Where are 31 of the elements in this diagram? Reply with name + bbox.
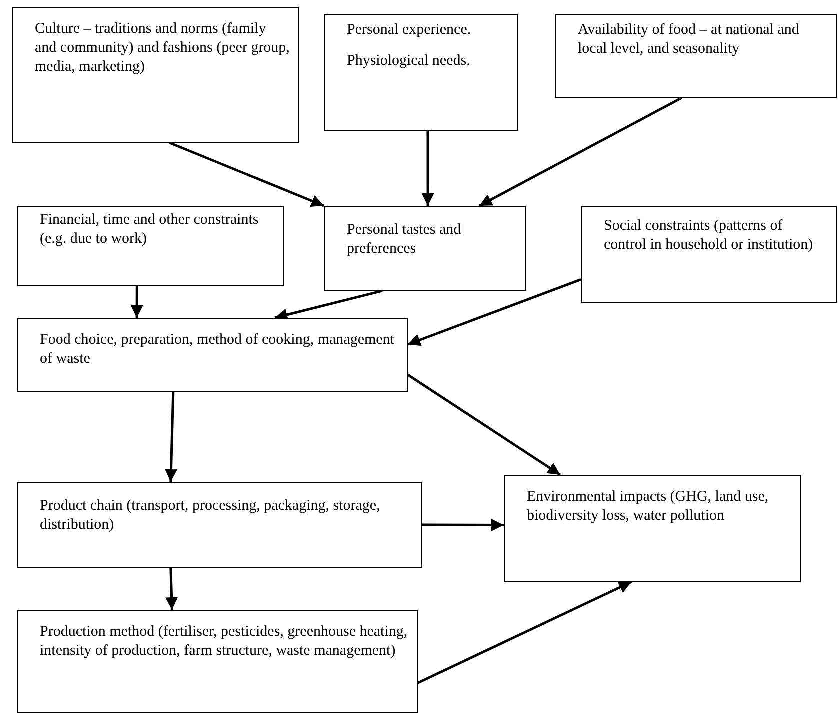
box-text: Financial, time and other constraints (e.g. due to work) (40, 211, 260, 249)
text-box (324, 206, 526, 291)
box-text: Social constraints (patterns of control in household or institution) (604, 217, 814, 255)
arrow (417, 580, 632, 684)
arrow (422, 131, 434, 206)
box-text: Product chain (transport, processing, packaging, storage, distribution) (40, 497, 382, 535)
arrow (408, 278, 582, 346)
text-box (17, 206, 284, 286)
box-text: Availability of food – at national and local level, and seasonality (578, 21, 800, 59)
arrow (165, 392, 178, 482)
text-box (324, 14, 518, 131)
box-text: Culture – traditions and norms (family and community) and fashions (peer group, media, marketing) (35, 20, 290, 77)
box-text: Personal tastes and preferences (347, 221, 462, 259)
text-box (17, 482, 422, 568)
text-box (17, 610, 418, 713)
box-text: Environmental impacts (GHG, land use, biodiversity loss, water pollution (527, 488, 770, 526)
arrow (422, 519, 504, 532)
box-text: Production method (fertiliser, pesticides, greenhouse heating, intensity of production, farm structure, waste management) (40, 623, 409, 661)
text-box (581, 206, 837, 303)
text-box (504, 475, 801, 582)
box-text: Personal experience. (347, 21, 472, 40)
text-box (17, 318, 408, 392)
box-text: Food choice, preparation, method of cooking, management of waste (40, 331, 396, 369)
arrow (407, 374, 562, 476)
arrow (478, 96, 682, 208)
text-box (12, 7, 299, 143)
arrow (130, 286, 144, 318)
text-box (555, 14, 837, 98)
arrow (166, 568, 178, 610)
box-text: Physiological needs. (347, 52, 472, 71)
arrow (169, 142, 324, 208)
